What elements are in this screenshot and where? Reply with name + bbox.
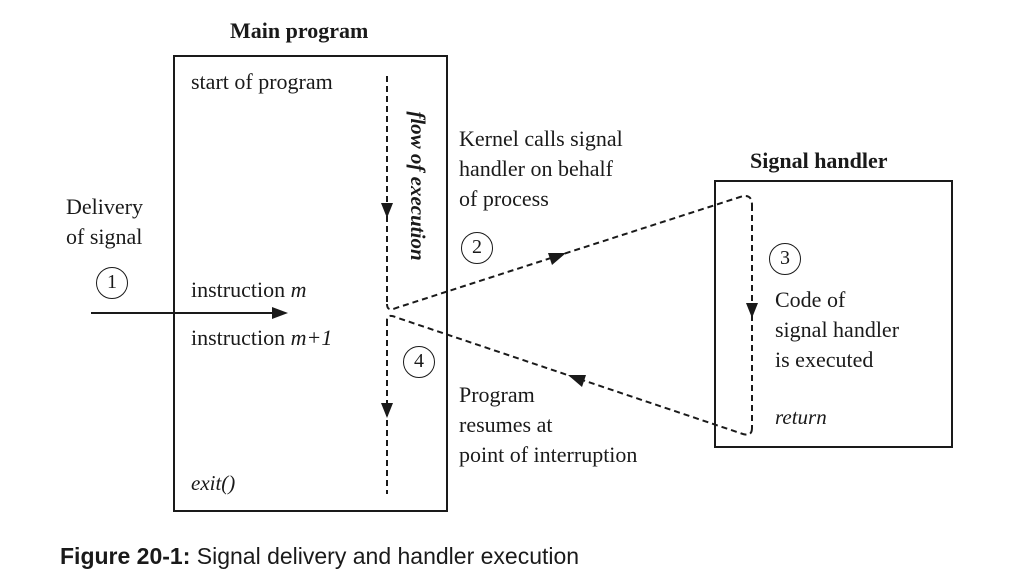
delivery-of-signal-label: Delivery of signal bbox=[66, 192, 143, 252]
main-flow-lower-arrowhead bbox=[381, 403, 393, 418]
delivery-line-2: of signal bbox=[66, 224, 143, 249]
instruction-m1-label: instruction m+1 bbox=[191, 323, 332, 353]
resume-line-1: Program bbox=[459, 382, 535, 407]
resume-line-2: resumes at bbox=[459, 412, 553, 437]
step-2-badge: 2 bbox=[461, 232, 493, 264]
return-path-line bbox=[386, 314, 753, 436]
handler-code-label: Code of signal handler is executed bbox=[775, 285, 899, 375]
handler-line-3: is executed bbox=[775, 347, 874, 372]
figure-caption: Figure 20-1: Signal delivery and handler… bbox=[60, 540, 579, 572]
instruction-m-label: instruction m bbox=[191, 275, 307, 305]
return-label: return bbox=[775, 405, 827, 429]
delivery-arrowhead bbox=[272, 307, 288, 319]
program-resumes-label: Program resumes at point of interruption bbox=[459, 380, 637, 470]
exit-label: exit() bbox=[191, 471, 236, 495]
handler-flow-arrowhead bbox=[746, 303, 758, 318]
resume-line-3: point of interruption bbox=[459, 442, 638, 467]
figure-number: Figure 20-1: bbox=[60, 543, 191, 569]
kernel-line-1: Kernel calls signal bbox=[459, 126, 623, 151]
handler-line-2: signal handler bbox=[775, 317, 900, 342]
handler-line-1: Code of bbox=[775, 287, 846, 312]
kernel-calls-label: Kernel calls signal handler on behalf of… bbox=[459, 124, 623, 214]
instruction-m1-var: m+1 bbox=[290, 325, 333, 350]
delivery-line-1: Delivery bbox=[66, 194, 143, 219]
signal-handler-title: Signal handler bbox=[750, 148, 888, 173]
main-program-title: Main program bbox=[230, 18, 369, 43]
main-program-box bbox=[173, 55, 448, 512]
step-1-badge: 1 bbox=[96, 267, 128, 299]
call-path-arrowhead bbox=[548, 253, 566, 265]
instruction-m-var: m bbox=[290, 277, 307, 302]
return-path-arrowhead bbox=[568, 375, 586, 387]
step-3-badge: 3 bbox=[769, 243, 801, 275]
kernel-line-3: of process bbox=[459, 186, 549, 211]
main-flow-upper-arrowhead bbox=[381, 203, 393, 218]
call-path-line bbox=[386, 195, 753, 311]
start-of-program-label: start of program bbox=[191, 69, 333, 94]
figure-caption-text: Signal delivery and handler execution bbox=[196, 543, 580, 569]
signal-handler-box bbox=[714, 180, 953, 448]
kernel-line-2: handler on behalf bbox=[459, 156, 613, 181]
instruction-m-prefix: instruction bbox=[191, 277, 286, 302]
instruction-m1-prefix: instruction bbox=[191, 325, 286, 350]
step-4-badge: 4 bbox=[403, 346, 435, 378]
